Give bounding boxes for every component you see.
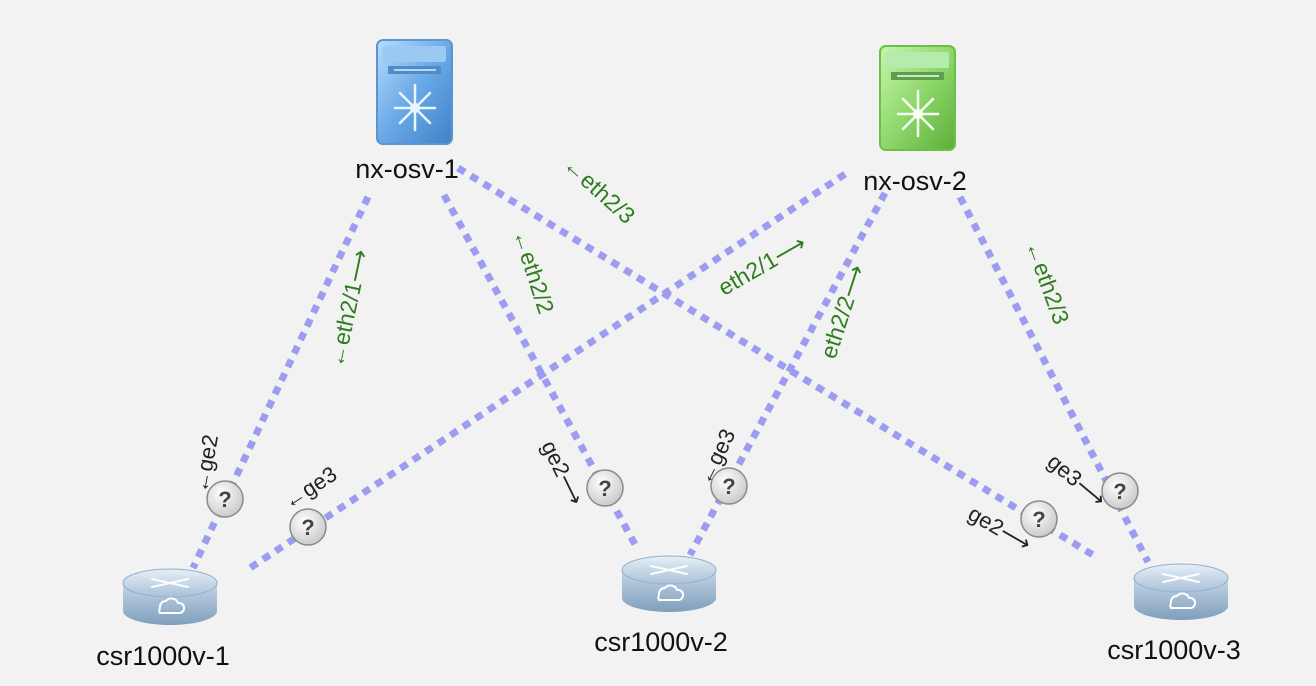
svg-text:?: ? <box>301 515 314 540</box>
link-nx2-csr1[interactable] <box>248 171 847 571</box>
node-label: nx-osv-1 <box>355 154 459 184</box>
unknown-status-icon[interactable]: ? <box>206 480 244 518</box>
svg-text:?: ? <box>598 476 611 501</box>
unknown-status-icon[interactable]: ? <box>1101 472 1139 510</box>
interface-label-nx2-eth2-2: eth2/2⟶ <box>815 261 870 361</box>
unknown-status-icon[interactable]: ? <box>289 508 327 546</box>
interface-label-nx1-eth2-3: ←eth2/3 <box>558 151 640 229</box>
node-label: nx-osv-2 <box>863 166 967 196</box>
node-label: csr1000v-3 <box>1107 635 1241 665</box>
unknown-status-icon[interactable]: ? <box>586 469 624 507</box>
status-markers: ? ? ? ? ? ? <box>206 467 1139 546</box>
interface-label-nx1-eth2-2: ←eth2/2 <box>508 226 560 317</box>
unknown-status-icon[interactable]: ? <box>1020 500 1058 538</box>
router-icon <box>621 555 717 612</box>
router-icon <box>122 568 218 625</box>
svg-text:?: ? <box>218 487 231 512</box>
node-label: csr1000v-2 <box>594 627 728 657</box>
link-nx1-csr3[interactable] <box>456 165 1100 561</box>
node-csr1000v-2[interactable]: csr1000v-2 <box>594 555 728 657</box>
unknown-status-icon[interactable]: ? <box>710 467 748 505</box>
node-nx-osv-2[interactable]: nx-osv-2 <box>863 45 967 196</box>
svg-text:?: ? <box>722 474 735 499</box>
svg-text:?: ? <box>1032 507 1045 532</box>
interface-label-nx2-eth2-3: ←eth2/3 <box>1020 237 1074 328</box>
interface-label-csr3-ge3: ge3⟶ <box>1043 449 1111 512</box>
node-csr1000v-3[interactable]: csr1000v-3 <box>1107 563 1241 665</box>
interface-label-nx1-eth2-1: ←eth2/1⟶ <box>323 247 373 370</box>
csr-interface-labels: ←ge2 ←ge3 ge2⟶ ←ge3 ge3⟶ ge2⟶ <box>188 425 1111 557</box>
node-nx-osv-1[interactable]: nx-osv-1 <box>355 39 459 184</box>
switch-icon <box>376 39 453 145</box>
svg-text:?: ? <box>1113 479 1126 504</box>
node-label: csr1000v-1 <box>96 641 230 671</box>
router-icon <box>1133 563 1229 620</box>
interface-label-nx2-eth2-1: eth2/1⟶ <box>714 230 811 301</box>
switch-icon <box>879 45 956 151</box>
interface-label-csr1-ge3: ←ge3 <box>278 461 341 514</box>
node-csr1000v-1[interactable]: csr1000v-1 <box>96 568 230 671</box>
